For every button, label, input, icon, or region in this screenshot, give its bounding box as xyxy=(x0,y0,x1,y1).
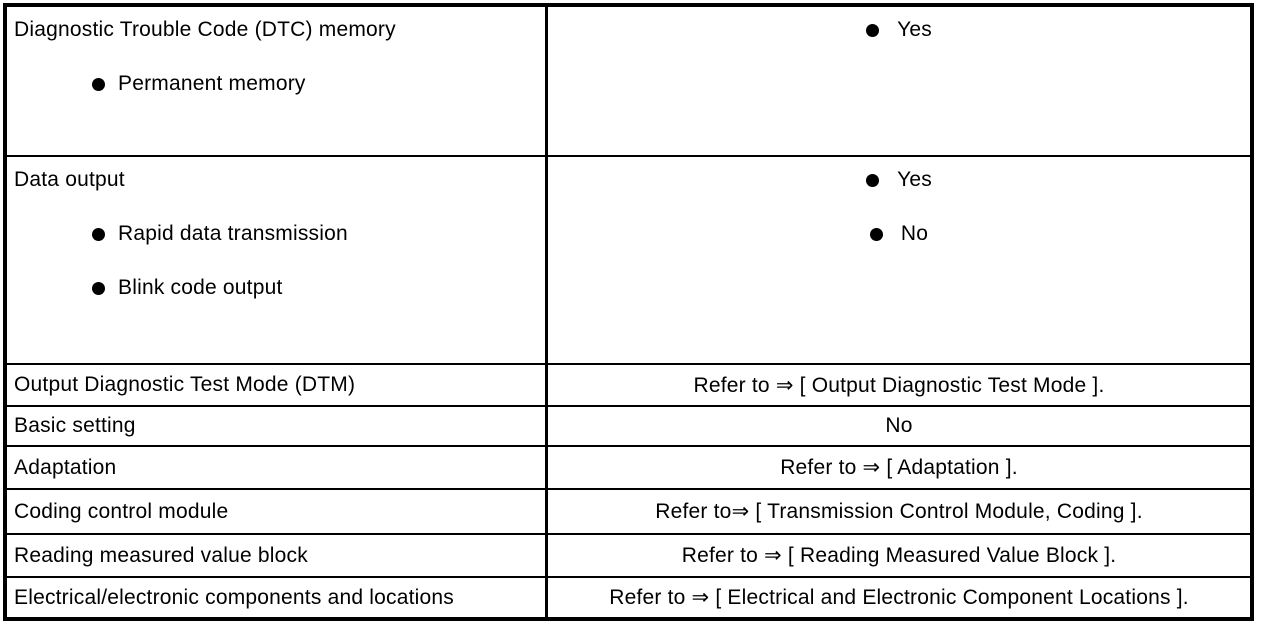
function-bullet-label: Rapid data transmission xyxy=(118,222,348,245)
value-cell: Refer to ⇒ [ Electrical and Electronic C… xyxy=(548,578,1250,617)
function-label: Reading measured value block xyxy=(14,543,308,567)
table-row: Reading measured value block Refer to ⇒ … xyxy=(7,535,1250,578)
value-bullet-label: Yes xyxy=(897,168,932,191)
value-bullet-label: No xyxy=(900,222,929,245)
function-bullet-item: Rapid data transmission xyxy=(14,222,545,246)
diagnostic-functions-table: Diagnostic Trouble Code (DTC) memory Per… xyxy=(3,3,1254,621)
function-label: Electrical/electronic components and loc… xyxy=(14,585,454,609)
value-cell: Yes No xyxy=(548,157,1250,363)
value-cell: No xyxy=(548,407,1250,445)
table-row: Coding control module Refer to⇒ [ Transm… xyxy=(7,490,1250,535)
value-bullet-item: Yes xyxy=(548,168,1250,192)
value-cell: Refer to ⇒ [ Adaptation ]. xyxy=(548,447,1250,488)
value-bullet-label: Yes xyxy=(897,18,932,41)
function-label: Basic setting xyxy=(14,414,136,437)
value-text: Refer to ⇒ [ Electrical and Electronic C… xyxy=(609,586,1189,609)
table-row: Output Diagnostic Test Mode (DTM) Refer … xyxy=(7,365,1250,407)
value-bullet-item: No xyxy=(548,222,1250,246)
value-text: No xyxy=(885,414,913,437)
function-cell: Data output Rapid data transmission Blin… xyxy=(7,157,548,363)
function-bullet-label: Blink code output xyxy=(118,276,283,299)
function-cell: Output Diagnostic Test Mode (DTM) xyxy=(7,365,548,405)
function-label: Diagnostic Trouble Code (DTC) memory xyxy=(14,18,396,41)
function-bullet-item: Permanent memory xyxy=(14,72,545,96)
function-bullet-label: Permanent memory xyxy=(118,72,306,95)
function-cell: Basic setting xyxy=(7,407,548,445)
value-cell: Yes xyxy=(548,7,1250,155)
table-row: Basic setting No xyxy=(7,407,1250,447)
function-label: Coding control module xyxy=(14,499,229,523)
value-bullet-item: Yes xyxy=(548,18,1250,42)
value-text: Refer to ⇒ [ Adaptation ]. xyxy=(780,456,1018,479)
table-row: Diagnostic Trouble Code (DTC) memory Per… xyxy=(7,7,1250,157)
function-cell: Coding control module xyxy=(7,490,548,533)
function-label: Data output xyxy=(14,168,125,191)
value-cell: Refer to⇒ [ Transmission Control Module,… xyxy=(548,490,1250,533)
value-text: Refer to ⇒ [ Reading Measured Value Bloc… xyxy=(681,544,1117,567)
function-label: Adaptation xyxy=(14,455,117,479)
value-text: Refer to ⇒ [ Output Diagnostic Test Mode… xyxy=(693,373,1105,397)
function-cell: Adaptation xyxy=(7,447,548,488)
bullet-icon xyxy=(92,228,105,241)
bullet-icon xyxy=(92,282,105,295)
table-row: Adaptation Refer to ⇒ [ Adaptation ]. xyxy=(7,447,1250,490)
table-row: Data output Rapid data transmission Blin… xyxy=(7,157,1250,365)
bullet-icon xyxy=(866,174,880,187)
value-cell: Refer to ⇒ [ Reading Measured Value Bloc… xyxy=(548,535,1250,576)
function-bullet-item: Blink code output xyxy=(14,276,545,300)
value-cell: Refer to ⇒ [ Output Diagnostic Test Mode… xyxy=(548,365,1250,405)
table-row: Electrical/electronic components and loc… xyxy=(7,578,1250,617)
function-cell: Electrical/electronic components and loc… xyxy=(7,578,548,617)
function-label: Output Diagnostic Test Mode (DTM) xyxy=(14,373,356,396)
bullet-icon xyxy=(92,78,105,91)
function-cell: Reading measured value block xyxy=(7,535,548,576)
function-cell: Diagnostic Trouble Code (DTC) memory Per… xyxy=(7,7,548,155)
value-text: Refer to⇒ [ Transmission Control Module,… xyxy=(655,500,1143,523)
bullet-icon xyxy=(869,228,883,241)
bullet-icon xyxy=(866,24,880,37)
